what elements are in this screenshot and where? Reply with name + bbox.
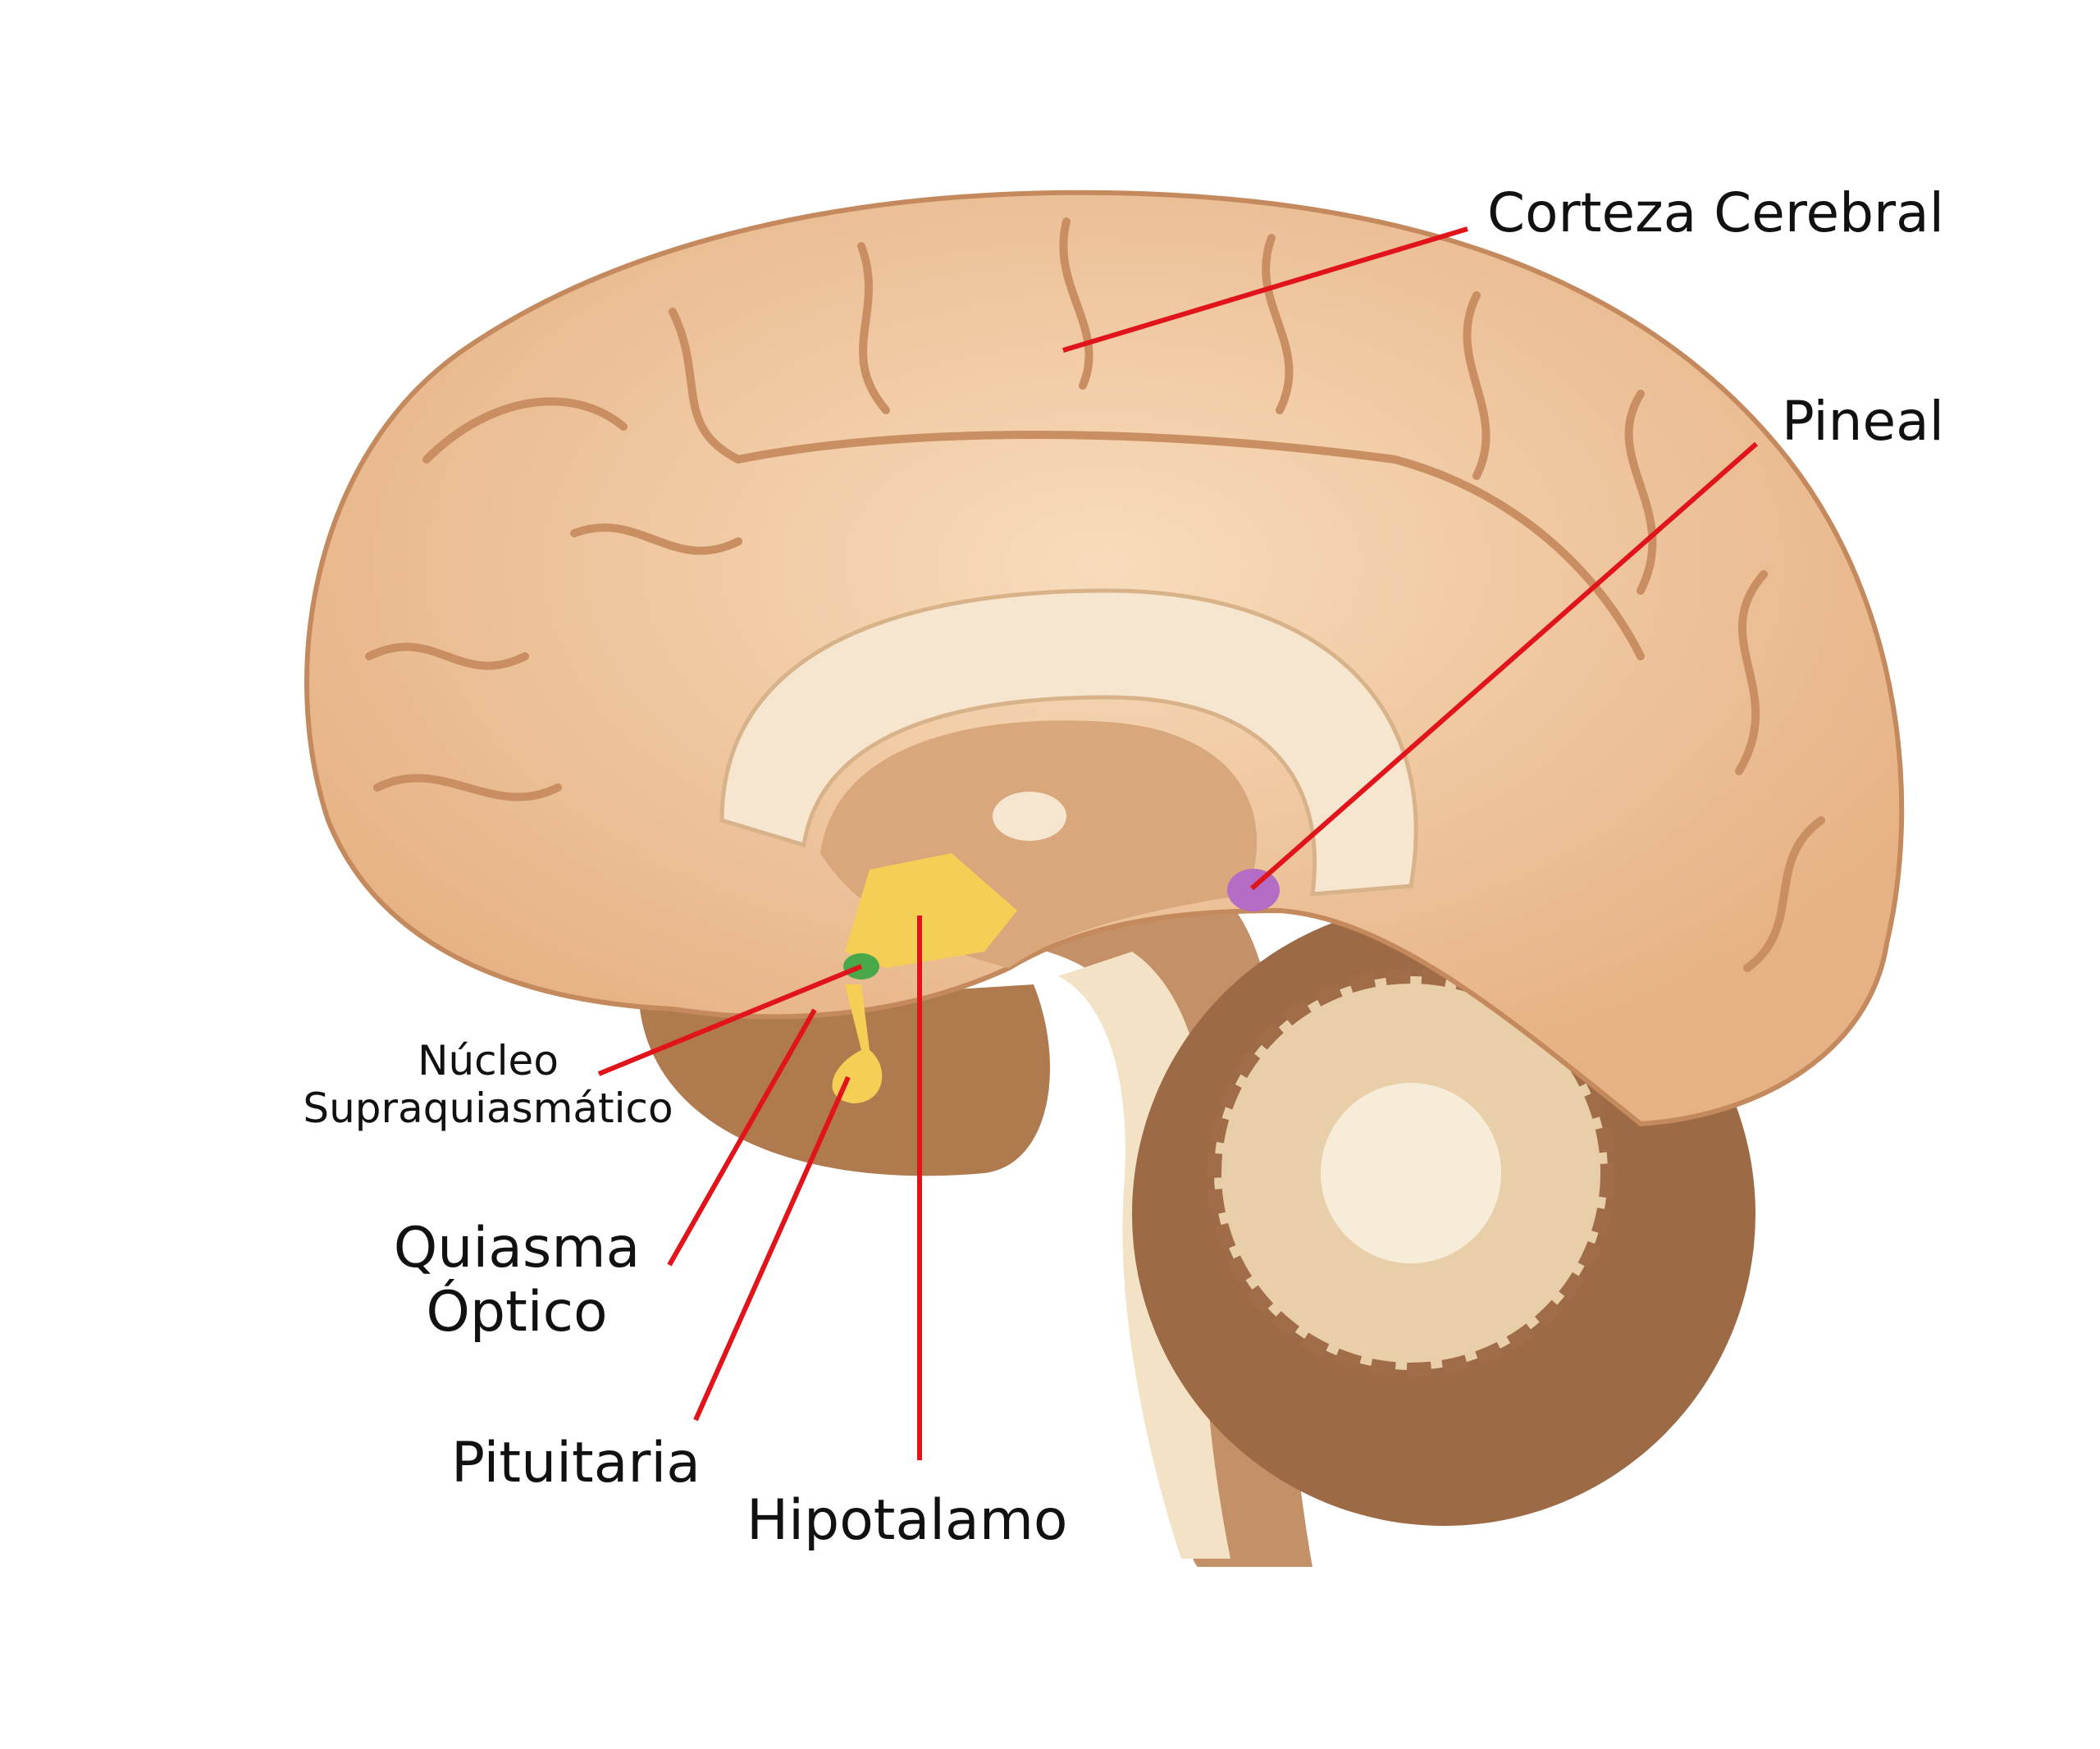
leader-line-pituitary: [693, 1075, 851, 1422]
label-scn-line1: Núcleo: [418, 1037, 559, 1085]
arbor-vitae: [1321, 1083, 1501, 1263]
leader-line-pineal: [1250, 441, 1758, 891]
label-chiasm-line1: Quiasma: [393, 1216, 641, 1281]
label-chiasm-line2: Óptico: [426, 1280, 608, 1345]
gyri: [365, 217, 1825, 972]
label-pituitary: Pituitaria: [451, 1431, 701, 1496]
interthalamic-adhesion: [993, 792, 1066, 841]
corpus-callosum: [719, 588, 1418, 897]
label-pineal: Pineal: [1782, 390, 1944, 453]
label-cerebral-cortex: Corteza Cerebral: [1487, 181, 1944, 244]
pituitary-gland: [832, 984, 883, 1103]
label-scn: Núcleo Supraquiasmático: [287, 1037, 689, 1132]
leader-line-scn: [597, 964, 863, 1076]
label-optic-chiasm: Quiasma Óptico: [386, 1216, 648, 1345]
leader-line-chiasm: [667, 1008, 817, 1267]
hypothalamus-region: [845, 853, 1017, 968]
label-scn-line2: Supraquiasmático: [303, 1084, 673, 1132]
label-hypothalamus: Hipotalamo: [746, 1488, 1068, 1553]
leader-line-cortex: [1062, 226, 1468, 353]
leader-lines: [597, 226, 1758, 1460]
